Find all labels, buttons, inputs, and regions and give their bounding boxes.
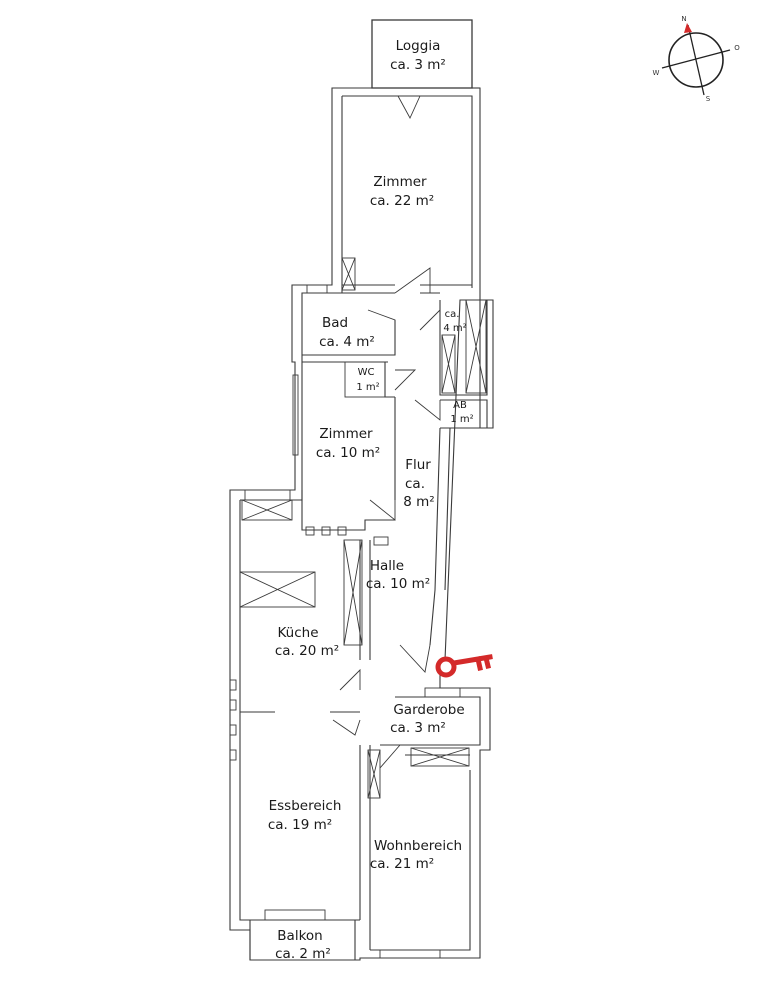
compass-north-label: N	[681, 15, 686, 23]
built-in-cabinets	[239, 257, 487, 799]
room-ab: AB 1 m²	[450, 400, 473, 425]
room-name: Zimmer	[373, 174, 427, 190]
room-balkon: Balkon ca. 2 m²	[275, 928, 331, 962]
room-name: Bad	[322, 315, 348, 331]
room-kueche: Küche ca. 20 m²	[275, 625, 339, 659]
room-name: Loggia	[396, 38, 441, 54]
room-name: WC	[358, 367, 375, 378]
interior-walls	[240, 284, 488, 960]
room-name: AB	[453, 400, 467, 411]
room-area: ca. 10 m²	[316, 445, 380, 461]
loggia-area	[371, 19, 473, 89]
room-area: ca. 4 m²	[319, 334, 375, 350]
room-area: ca. 22 m²	[370, 193, 434, 209]
room-name: Balkon	[277, 928, 322, 944]
room-area: ca. 3 m²	[390, 720, 446, 736]
room-wc: WC 1 m²	[356, 367, 379, 393]
room-zimmer-small: Zimmer ca. 10 m²	[316, 426, 380, 461]
room-loggia: Loggia ca. 3 m²	[390, 38, 446, 73]
room-area: 1 m²	[356, 382, 379, 393]
room-zimmer-large: Zimmer ca. 22 m²	[370, 174, 434, 209]
room-area: 4 m²	[443, 323, 466, 334]
room-name: Halle	[370, 558, 404, 574]
room-name: Wohnbereich	[374, 838, 462, 854]
room-bad: Bad ca. 4 m²	[319, 315, 375, 350]
compass-icon: N O S W	[653, 15, 741, 103]
room-area: ca. 3 m²	[390, 57, 446, 73]
room-area-value: 8 m²	[403, 494, 434, 510]
room-area: ca. 21 m²	[370, 856, 434, 872]
room-name: ca.	[445, 309, 460, 320]
room-area: ca. 10 m²	[366, 576, 430, 592]
room-abstell: ca. 4 m²	[443, 309, 466, 334]
room-name: Flur	[405, 457, 431, 473]
room-area: ca. 19 m²	[268, 817, 332, 833]
compass-east-label: O	[734, 44, 740, 52]
room-name: Garderobe	[393, 702, 464, 718]
room-name: Zimmer	[319, 426, 373, 442]
room-flur: Flur ca. 8 m²	[403, 457, 434, 510]
room-name: Essbereich	[269, 798, 342, 814]
room-area: ca.	[405, 476, 425, 492]
compass-west-label: W	[653, 69, 660, 77]
room-essbereich: Essbereich ca. 19 m²	[268, 798, 342, 833]
room-area: 1 m²	[450, 414, 473, 425]
compass-south-label: S	[706, 95, 711, 103]
room-area: ca. 20 m²	[275, 643, 339, 659]
room-name: Küche	[277, 625, 318, 641]
room-garderobe: Garderobe ca. 3 m²	[390, 702, 465, 736]
room-halle: Halle ca. 10 m²	[366, 558, 430, 592]
room-area: ca. 2 m²	[275, 946, 331, 962]
key-icon	[435, 654, 493, 678]
doors	[332, 95, 441, 769]
room-wohnbereich: Wohnbereich ca. 21 m²	[370, 838, 462, 872]
